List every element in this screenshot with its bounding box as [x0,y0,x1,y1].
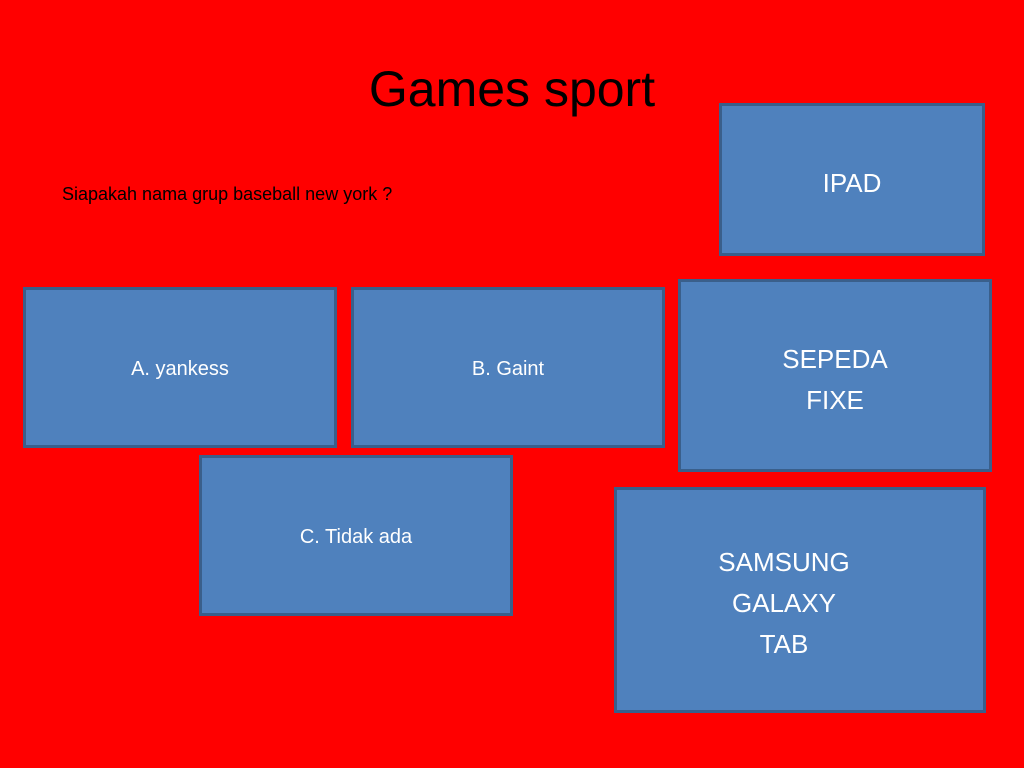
prize-label-sepeda: SEPEDA FIXE [681,339,989,421]
question-text: Siapakah nama grup baseball new york ? [62,184,393,204]
answer-box-a[interactable]: A. yankess [23,287,337,448]
answer-label-b: B. Gaint [471,358,545,380]
prize-label-sepeda-line-2: FIXE [806,385,864,415]
prize-box-ipad[interactable]: IPAD [719,103,985,256]
answer-label-a: A. yankess [131,358,229,380]
slide-title: Games sport [368,61,656,117]
answer-box-b[interactable]: B. Gaint [351,287,665,448]
answer-box-c[interactable]: C. Tidak ada [199,455,513,616]
prize-label-samsung-line-2: GALAXY [731,588,837,618]
prize-label-ipad: IPAD [822,168,882,198]
prize-box-sepeda[interactable]: SEPEDA FIXE [678,279,992,472]
prize-label-samsung-line-1: SAMSUNG [718,547,850,577]
answer-label-c: C. Tidak ada [299,526,413,548]
prize-label-sepeda-line-1: SEPEDA [782,344,888,374]
prize-label-samsung: SAMSUNG GALAXY TAB [601,542,967,665]
prize-box-samsung[interactable]: SAMSUNG GALAXY TAB [614,487,986,713]
prize-label-samsung-line-3: TAB [759,629,809,659]
